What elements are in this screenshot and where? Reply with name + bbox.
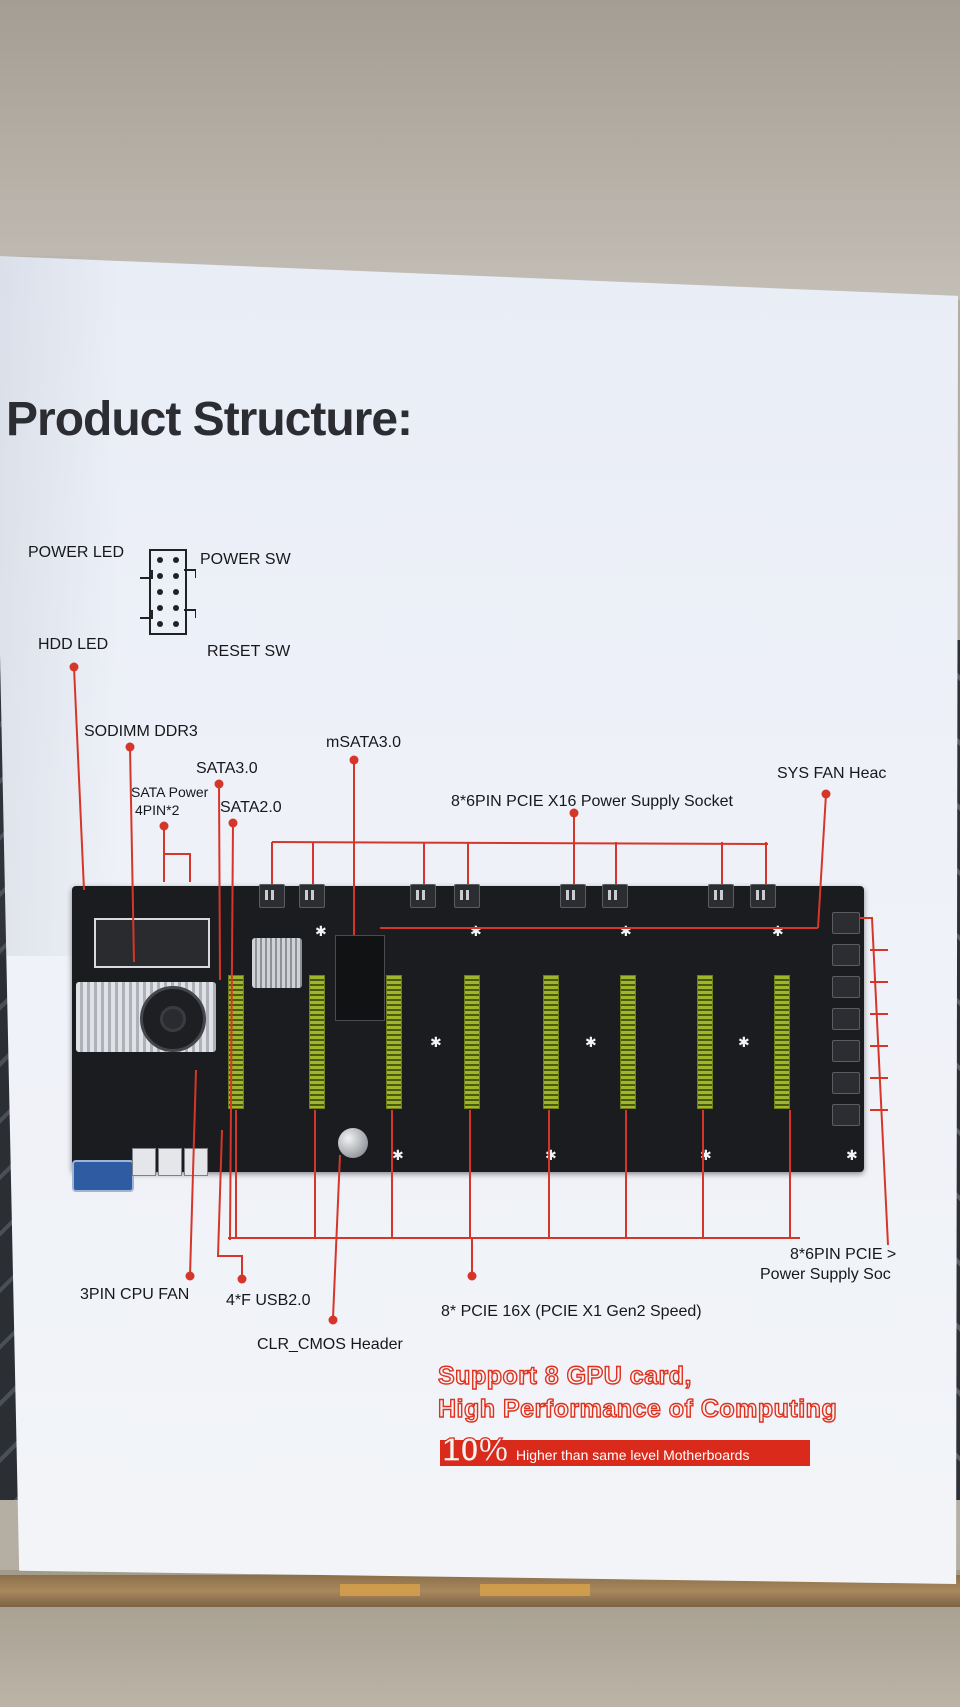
mounting-hole: ✱ <box>585 1034 597 1050</box>
mounting-hole: ✱ <box>846 1147 858 1163</box>
pcie-slot <box>543 975 559 1109</box>
front-panel-header-diagram <box>140 549 196 635</box>
label-pcie-power-socket: 8*6PIN PCIE X16 Power Supply Socket <box>451 793 733 810</box>
label-sata-power-pins: 4PIN*2 <box>135 802 180 818</box>
mounting-hole: ✱ <box>392 1147 404 1163</box>
label-msata: mSATA3.0 <box>326 734 401 751</box>
cpu-fan <box>140 986 206 1052</box>
side-power-connector <box>832 1040 860 1062</box>
label-sata-power: SATA Power <box>131 784 209 800</box>
label-reset-sw: RESET SW <box>207 643 291 660</box>
mounting-hole: ✱ <box>772 923 784 939</box>
pcie-power-connector <box>454 884 480 908</box>
mounting-hole: ✱ <box>470 923 482 939</box>
tape-strip <box>340 1584 420 1596</box>
pcie-slot <box>774 975 790 1109</box>
label-sata3: SATA3.0 <box>196 760 258 777</box>
promo-subheadline: High Performance of Computing <box>437 1394 838 1423</box>
side-power-connector <box>832 944 860 966</box>
mounting-hole: ✱ <box>315 923 327 939</box>
usb-port <box>158 1148 182 1176</box>
chipset-heatsink <box>252 938 302 988</box>
pcie-power-connector <box>750 884 776 908</box>
pcie-power-connector <box>560 884 586 908</box>
msata-slot <box>335 935 385 1021</box>
pcie-power-connector <box>299 884 325 908</box>
label-sata2: SATA2.0 <box>220 799 282 816</box>
pcie-power-connector <box>410 884 436 908</box>
label-power-led: POWER LED <box>28 544 125 561</box>
promo-banner-text: Higher than same level Motherboards <box>516 1447 750 1463</box>
pcie-slot <box>309 975 325 1109</box>
promo-percent: 10% <box>441 1430 509 1468</box>
promo-banner <box>440 1440 810 1466</box>
mounting-hole: ✱ <box>620 923 632 939</box>
cardboard-background-top <box>0 0 960 300</box>
label-sys-fan-header: SYS FAN Heac <box>777 765 887 782</box>
mounting-hole: ✱ <box>545 1147 557 1163</box>
label-sodimm-ddr3: SODIMM DDR3 <box>84 723 198 740</box>
usb-port <box>184 1148 208 1176</box>
side-power-connector <box>832 1104 860 1126</box>
sodimm-slot <box>94 918 210 968</box>
paper-shadow <box>0 256 120 956</box>
promo-headline: Support 8 GPU card, <box>437 1361 692 1390</box>
label-power-sw: POWER SW <box>200 551 291 568</box>
pcie-slot <box>386 975 402 1109</box>
pcie-power-connector <box>708 884 734 908</box>
label-pcie-power-right: 8*6PIN PCIE > <box>790 1246 897 1263</box>
tape-strip <box>480 1584 590 1596</box>
mounting-hole: ✱ <box>700 1147 712 1163</box>
pcie-power-connector <box>602 884 628 908</box>
vga-port <box>72 1160 134 1192</box>
mounting-hole: ✱ <box>738 1034 750 1050</box>
side-power-connector <box>832 1072 860 1094</box>
pcie-power-connector <box>259 884 285 908</box>
label-hdd-led: HDD LED <box>38 636 109 653</box>
label-cpu-fan: 3PIN CPU FAN <box>80 1286 190 1303</box>
mounting-hole: ✱ <box>430 1034 442 1050</box>
cmos-battery <box>338 1128 368 1158</box>
label-clr-cmos: CLR_CMOS Header <box>257 1336 403 1353</box>
side-power-connector <box>832 1008 860 1030</box>
side-power-connector <box>832 912 860 934</box>
pcie-slot <box>697 975 713 1109</box>
label-usb: 4*F USB2.0 <box>226 1292 311 1309</box>
pcie-slot <box>620 975 636 1109</box>
usb-port <box>132 1148 156 1176</box>
label-pcie-slots: 8* PCIE 16X (PCIE X1 Gen2 Speed) <box>441 1303 702 1320</box>
side-power-connector <box>832 976 860 998</box>
pcie-slot <box>464 975 480 1109</box>
label-pcie-power-right-2: Power Supply Soc <box>760 1266 891 1283</box>
page-title: Product Structure: <box>6 393 413 446</box>
